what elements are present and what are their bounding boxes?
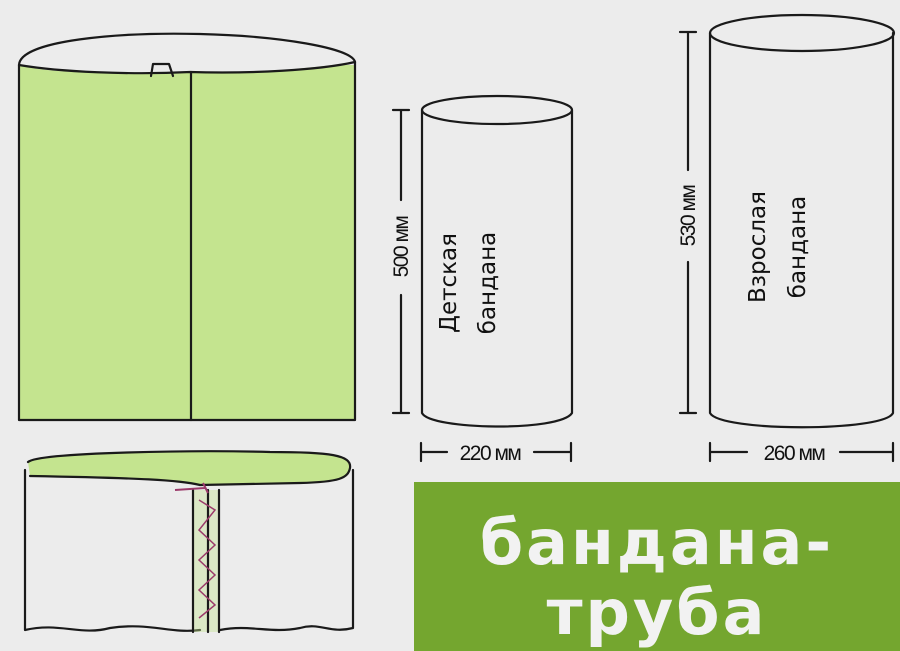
zigzag-stitch bbox=[197, 499, 217, 619]
child-width-label: 220 мм bbox=[460, 442, 521, 465]
child-label-line1: Детская bbox=[436, 233, 462, 333]
title-banner: бандана- труба bbox=[414, 482, 900, 651]
adult-width-label: 260 мм bbox=[764, 442, 825, 465]
child-label-line2: бандана bbox=[475, 232, 501, 334]
adult-bandana-cylinder bbox=[678, 13, 896, 463]
pin-icon bbox=[174, 482, 209, 494]
child-bandana-cylinder bbox=[391, 94, 574, 463]
adult-label-line1: Взрослая bbox=[745, 191, 771, 303]
child-height-label: 500 мм bbox=[390, 217, 413, 278]
title-line1: бандана- bbox=[479, 506, 835, 579]
fabric-tube-folded-illustration bbox=[17, 32, 357, 422]
title-line2: труба bbox=[546, 576, 768, 649]
adult-height-label: 530 мм bbox=[677, 186, 700, 247]
fabric-tube-stitched-illustration bbox=[23, 450, 355, 634]
adult-label-line2: бандана bbox=[785, 196, 811, 298]
